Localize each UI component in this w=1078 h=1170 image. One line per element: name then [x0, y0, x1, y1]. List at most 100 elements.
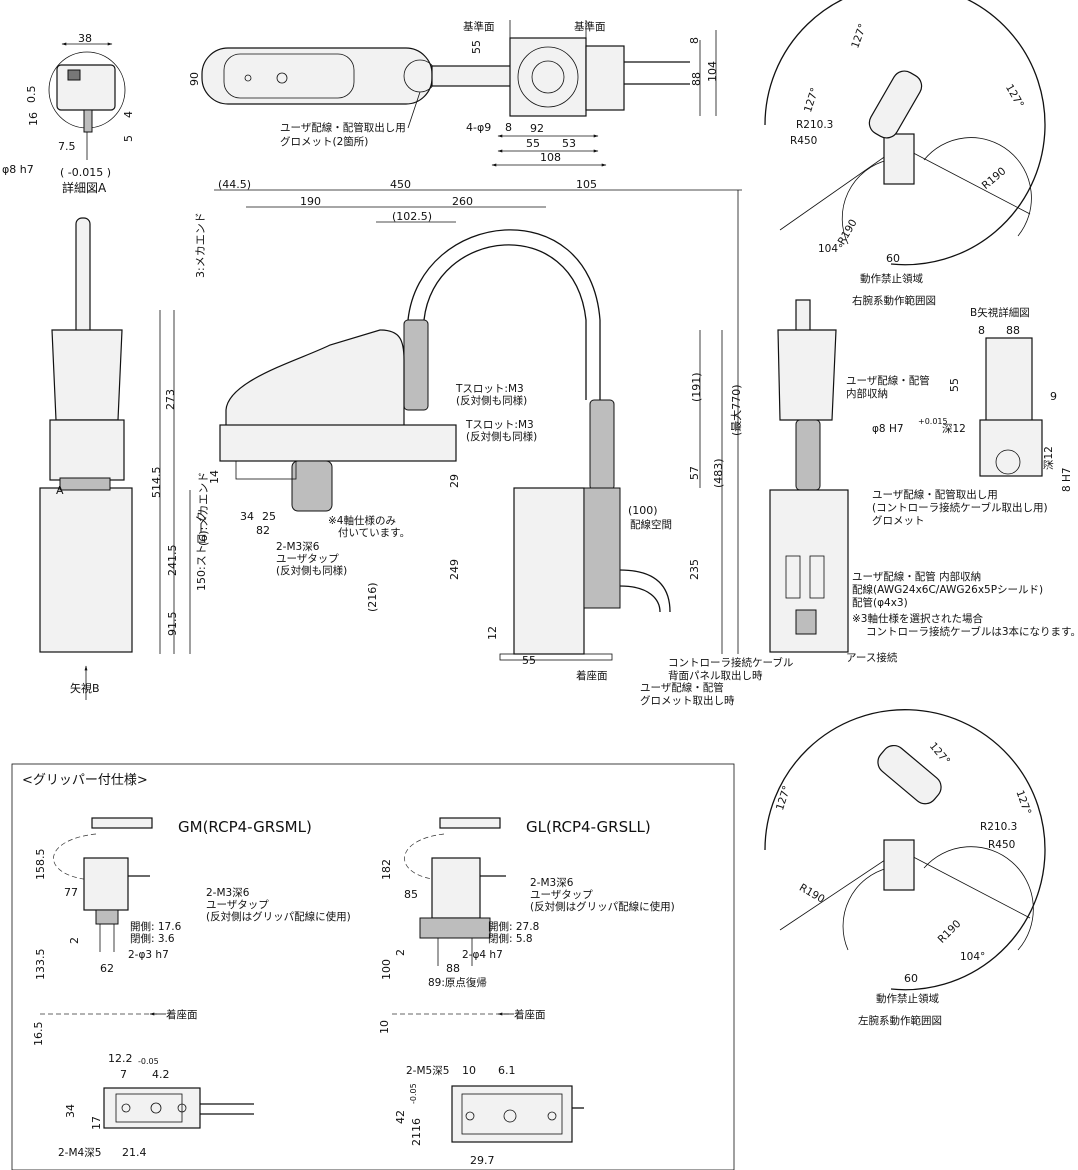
dim-label: 88	[690, 72, 703, 86]
dim-label: 88	[1006, 324, 1020, 337]
callout: 89:原点復帰	[428, 976, 487, 989]
gl-gripper: GL(RCP4-GRSLL) 182 85 2 100 10 88 2-M3深6…	[378, 817, 675, 1167]
callout: Tスロット:M3	[455, 383, 524, 395]
dim-label: 249	[448, 559, 461, 580]
dim-label: (483)	[712, 458, 725, 488]
range-right: 127° 127° 127° 104° R210.3 R450 R190 R19…	[764, 0, 1046, 307]
front-view-left: A 矢視B	[39, 217, 133, 700]
note: ※3軸仕様を選択された場合	[852, 612, 983, 625]
dim-label: 21.4	[122, 1146, 147, 1159]
dim-label: 2	[68, 937, 81, 944]
dim-label: 12.2	[108, 1052, 133, 1065]
dim-label: (191)	[690, 372, 703, 402]
callout: ユーザ配線・配管	[846, 374, 930, 387]
dim-label: 0.5	[25, 86, 38, 104]
dim-label: 190	[300, 195, 321, 208]
callout: 2-φ3 h7	[128, 949, 169, 961]
callout: 着座面	[514, 1008, 546, 1021]
b-view-detail: B矢視詳細図 8 88 55 9 φ8 H7 +0.015 深12 深12 8 …	[872, 306, 1073, 527]
dim-label: 62	[100, 962, 114, 975]
callout: 閉側: 3.6	[130, 932, 175, 945]
dim-label: (最大770)	[729, 384, 743, 436]
view-title: 詳細図A	[62, 180, 107, 195]
dim-label: 514.5	[150, 467, 163, 499]
dim-label: 55	[522, 654, 536, 667]
callout: Tスロット:M3	[465, 419, 534, 431]
callout: 内部収納	[846, 387, 888, 400]
callout: (反対側はグリッパ配線に使用)	[530, 900, 675, 913]
ref-label: 基準面	[463, 20, 495, 33]
note: ※4軸仕様のみ	[328, 514, 396, 527]
dim-label: 133.5	[34, 949, 47, 981]
dim-label: 10	[462, 1064, 476, 1077]
callout: ユーザ配線・配管取出し用	[872, 488, 998, 501]
dim-label: 10	[378, 1020, 391, 1034]
callout: 2-M4深5	[58, 1147, 101, 1159]
callout: 動作禁止領域	[876, 992, 939, 1005]
note: コントローラ接続ケーブルは3本になります。	[866, 625, 1078, 638]
note: 配管(φ4x3)	[852, 596, 908, 609]
callout: ユーザ配線・配管	[640, 681, 724, 694]
dim-label: 260	[452, 195, 473, 208]
dim-label: 16	[27, 112, 40, 126]
callout: コントローラ接続ケーブル	[668, 656, 793, 669]
dim-label: 38	[78, 32, 92, 45]
callout: (反対側も同様)	[466, 430, 537, 443]
dim-label: 273	[164, 389, 177, 410]
callout: グロメット	[872, 514, 925, 527]
dim-label: 16.5	[32, 1022, 45, 1047]
dim-label: 55	[526, 137, 540, 150]
dim-label: -0.05	[409, 1083, 418, 1104]
section-title: <グリッパー付仕様>	[22, 773, 148, 788]
angle: 127°	[849, 22, 869, 50]
dim-label: 14	[208, 470, 221, 484]
dim-label: 105	[576, 178, 597, 191]
angle: 127°	[774, 784, 793, 812]
callout: グロメット取出し時	[640, 694, 735, 707]
dim-label: 241.5	[166, 545, 179, 577]
dim-label: (44.5)	[218, 178, 251, 191]
callout: アース接続	[846, 651, 898, 664]
dim-label: 29.7	[470, 1154, 495, 1167]
dim-label: 2	[394, 949, 407, 956]
dim-label: 7.5	[58, 140, 76, 153]
callout: (反対側はグリッパ配線に使用)	[206, 910, 351, 923]
view-title: B矢視詳細図	[970, 306, 1030, 319]
dim-label: 450	[390, 178, 411, 191]
view-title: 左腕系動作範囲図	[858, 1014, 942, 1027]
notes: ユーザ配線・配管 内部収納 配線(AWG24x6C/AWG26x5Pシールド) …	[852, 570, 1078, 638]
mark-a: A	[56, 484, 64, 497]
dim-label: 235	[688, 559, 701, 580]
dim-label: 4	[122, 111, 135, 118]
dim-label: 182	[380, 859, 393, 880]
detail-a: 38 0.5 16 4 5 7.5 φ8 h7 ( -0.015 ) 詳細図A	[2, 32, 135, 195]
radius: R190	[936, 918, 964, 946]
radius: R450	[988, 839, 1015, 851]
callout: 2-φ4 h7	[462, 949, 503, 961]
callout: ユーザタップ	[276, 553, 339, 565]
top-view: 基準面 基準面 90 55 8 88 104 4-φ9 8 92 55 53 1…	[188, 20, 719, 167]
dim-label: 42	[394, 1110, 407, 1124]
dim-label: -0.05	[138, 1057, 159, 1066]
range-left: 127° 127° 127° 104° R210.3 R450 R190 R19…	[764, 709, 1046, 1027]
angle: 104°	[818, 243, 843, 255]
angle: 127°	[1003, 82, 1026, 110]
gm-gripper: GM(RCP4-GRSML) 158.5 77 2 133.5 16.5 62 …	[32, 817, 351, 1159]
dim-label: 6.1	[498, 1064, 516, 1077]
dim-label: (216)	[366, 582, 379, 612]
dim-label: 88	[446, 962, 460, 975]
callout: 2-M3深6	[276, 541, 320, 553]
angle: 104°	[960, 951, 985, 963]
dim-label: 34	[64, 1104, 77, 1118]
note: 付いています。	[338, 526, 410, 539]
dim-label: 16	[410, 1118, 423, 1132]
dim-label: 4-φ9	[466, 121, 491, 134]
callout: (反対側も同様)	[456, 394, 527, 407]
dim-label: 34	[240, 510, 254, 523]
note: 配線(AWG24x6C/AWG26x5Pシールド)	[852, 583, 1043, 596]
dim-label: 104	[706, 61, 719, 82]
callout: (コントローラ接続ケーブル取出し用)	[872, 501, 1048, 514]
side-view-right: ユーザ配線・配管 内部収納 アース接続	[769, 299, 930, 664]
callout: グロメット(2箇所)	[280, 135, 368, 148]
